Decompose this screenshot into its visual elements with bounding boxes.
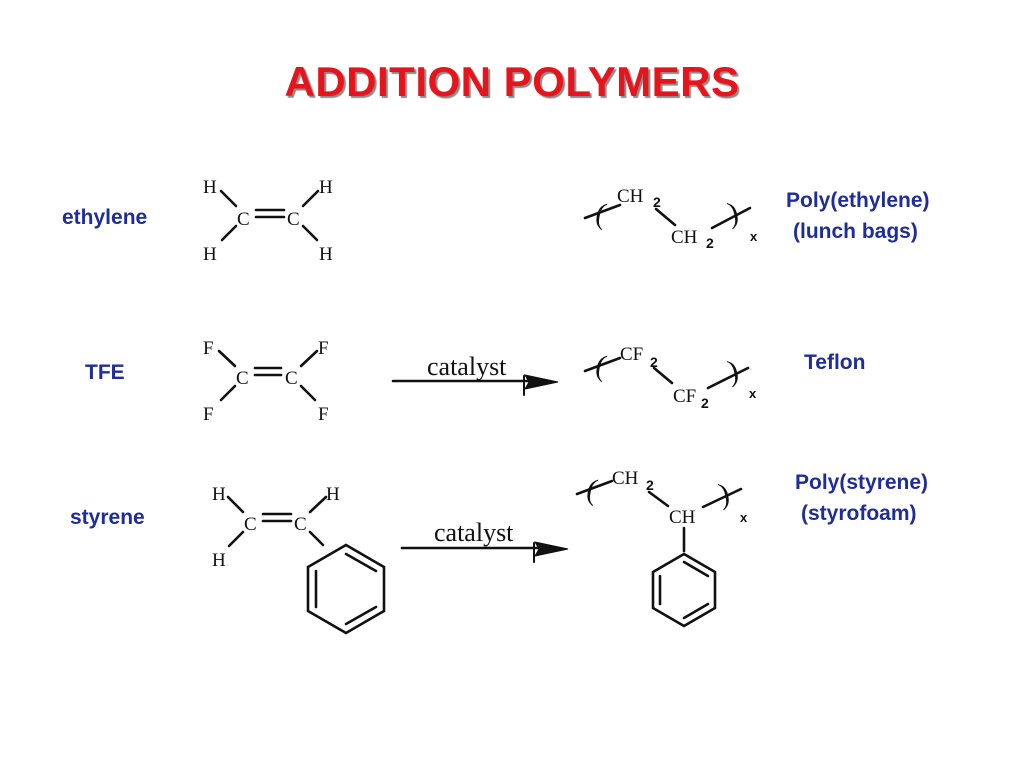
bond bbox=[301, 189, 320, 208]
atom-c: C bbox=[294, 514, 307, 535]
atom-h: H bbox=[212, 550, 226, 571]
backbone-bond bbox=[710, 206, 752, 230]
monomer-name-tfe: TFE bbox=[85, 361, 125, 384]
polystyrene-structure: ( CH 2 CH ) x bbox=[575, 468, 748, 628]
atom-f: F bbox=[203, 404, 214, 425]
tfe-structure: F F F F C C bbox=[203, 338, 329, 425]
ring-double-bond bbox=[682, 602, 710, 620]
polymer-name-line: Poly(ethylene) bbox=[786, 189, 930, 212]
backbone-bond bbox=[706, 366, 750, 390]
polymer-use-line: (styrofoam) bbox=[801, 502, 917, 525]
subscript: 2 bbox=[653, 194, 661, 210]
bond bbox=[299, 384, 317, 402]
arrow-head bbox=[534, 541, 569, 557]
bond bbox=[220, 224, 238, 242]
benzene-ring bbox=[306, 543, 386, 635]
atom-f: F bbox=[318, 404, 329, 425]
polymer-use-line: (lunch bags) bbox=[793, 220, 918, 243]
reaction-arrow-styrene: catalyst bbox=[400, 518, 569, 563]
atom-f: F bbox=[318, 338, 329, 359]
subscript: 2 bbox=[706, 235, 714, 251]
arrow-head bbox=[524, 374, 559, 390]
bond bbox=[219, 189, 238, 208]
atom-h: H bbox=[203, 177, 217, 198]
atom-c: C bbox=[236, 368, 249, 389]
monomer-name-styrene: styrene bbox=[70, 506, 145, 529]
bond bbox=[217, 349, 237, 368]
ring-double-bond bbox=[344, 605, 378, 626]
polymer-unit-top: CH bbox=[612, 468, 639, 489]
subscript: 2 bbox=[646, 477, 654, 493]
repeat-index: x bbox=[740, 510, 748, 525]
bond-to-ring bbox=[308, 530, 325, 547]
subscript: 2 bbox=[701, 395, 709, 411]
repeat-index: x bbox=[749, 386, 757, 401]
polymer-unit-top: CF bbox=[620, 344, 643, 365]
bond bbox=[301, 224, 319, 242]
atom-c: C bbox=[287, 209, 300, 230]
atom-h: H bbox=[212, 484, 226, 505]
repeat-index: x bbox=[750, 229, 758, 244]
polymer-unit-bottom: CF bbox=[673, 386, 696, 407]
backbone-bond bbox=[654, 207, 677, 227]
bond bbox=[226, 495, 245, 514]
styrene-structure: H H H C C bbox=[212, 484, 386, 635]
atom-h: H bbox=[326, 484, 340, 505]
monomer-name-ethylene: ethylene bbox=[62, 206, 148, 229]
backbone-bond bbox=[701, 487, 743, 509]
polymer-name-teflon: Teflon bbox=[804, 347, 865, 378]
backbone-bond bbox=[583, 203, 622, 220]
slide-title: ADDITION POLYMERS bbox=[284, 58, 740, 105]
atom-c: C bbox=[244, 514, 257, 535]
atom-h: H bbox=[319, 244, 333, 265]
teflon-structure: ( CF 2 CF 2 ) x bbox=[583, 344, 757, 411]
atom-c: C bbox=[237, 209, 250, 230]
subscript: 2 bbox=[650, 354, 658, 370]
polymer-name-line: Poly(styrene) bbox=[795, 471, 929, 494]
bond bbox=[299, 349, 319, 368]
backbone-bond bbox=[652, 366, 674, 385]
polyethylene-structure: ( CH 2 CH 2 ) x bbox=[583, 186, 758, 251]
bond bbox=[219, 384, 237, 402]
bond bbox=[227, 530, 245, 548]
catalyst-label: catalyst bbox=[434, 518, 514, 547]
backbone-bond bbox=[583, 356, 622, 373]
atom-c: C bbox=[285, 368, 298, 389]
atom-f: F bbox=[203, 338, 214, 359]
polymer-name-line: Teflon bbox=[804, 351, 866, 374]
ring-double-bond bbox=[682, 560, 710, 578]
atom-h: H bbox=[203, 244, 217, 265]
polymer-name-polystyrene: Poly(styrene) (styrofoam) bbox=[795, 467, 928, 529]
backbone-bond bbox=[575, 479, 614, 496]
ring-double-bond bbox=[344, 552, 378, 573]
polymer-name-polyethylene: Poly(ethylene) (lunch bags) bbox=[786, 185, 930, 247]
atom-h: H bbox=[319, 177, 333, 198]
polymer-unit-bottom: CH bbox=[671, 227, 698, 248]
catalyst-label: catalyst bbox=[427, 352, 507, 381]
bond bbox=[308, 495, 328, 514]
reaction-arrow-tfe: catalyst bbox=[391, 352, 559, 396]
polymer-unit-bottom: CH bbox=[669, 507, 696, 528]
polymer-unit-top: CH bbox=[617, 186, 644, 207]
ethylene-structure: H H H H C C bbox=[203, 177, 333, 265]
benzene-ring bbox=[651, 552, 717, 628]
backbone-bond bbox=[647, 490, 670, 508]
